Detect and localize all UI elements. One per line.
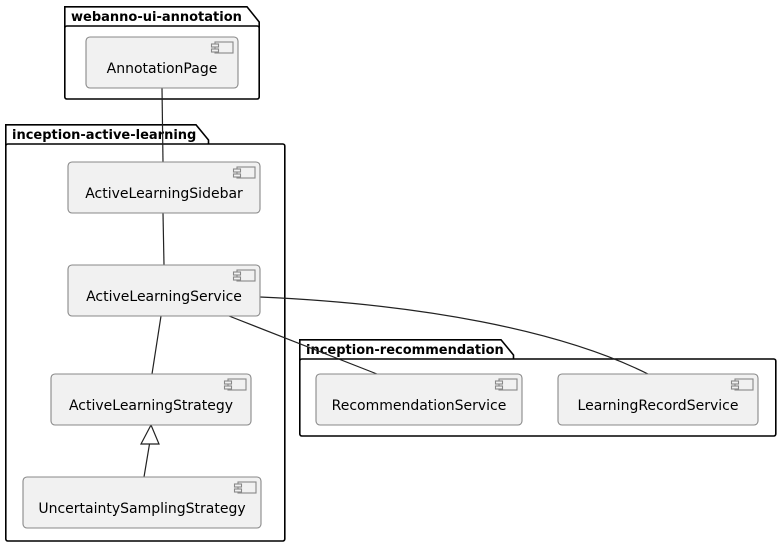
component-icon <box>232 269 256 282</box>
package-tab-webanno-ui-annotation <box>64 6 260 28</box>
generalization-arrowhead <box>140 423 160 445</box>
edge-activelearningservice-to-learningrecordservice <box>259 296 649 375</box>
component-icon <box>494 378 518 391</box>
component-box-recommendationservice <box>315 373 523 426</box>
edge-uncertaintysamplingstrategy-to-activelearningstrategy <box>143 440 151 478</box>
package-inception-active-learning[interactable]: inception-active-learning <box>5 124 286 542</box>
component-learningrecordservice[interactable]: LearningRecordService <box>557 373 759 426</box>
component-icon <box>223 378 247 391</box>
package-body-inception-active-learning <box>5 143 286 542</box>
package-label-inception-active-learning: inception-active-learning <box>12 128 196 143</box>
package-tab-inception-recommendation <box>299 339 515 361</box>
edge-activelearningservice-to-recommendationservice <box>228 315 378 375</box>
component-icon <box>210 41 234 54</box>
component-label-annotationpage: AnnotationPage <box>107 61 218 77</box>
edge-annotationpage-to-activelearningsidebar <box>161 87 164 163</box>
component-box-annotationpage <box>85 36 239 89</box>
component-recommendationservice[interactable]: RecommendationService <box>315 373 523 426</box>
component-activelearningstrategy[interactable]: ActiveLearningStrategy <box>50 373 252 426</box>
component-annotationpage[interactable]: AnnotationPage <box>85 36 239 89</box>
component-label-activelearningstrategy: ActiveLearningStrategy <box>69 398 233 414</box>
component-box-activelearningservice <box>67 264 261 317</box>
package-tab-inception-active-learning <box>5 124 210 146</box>
component-icon <box>233 481 257 494</box>
component-uncertaintysamplingstrategy[interactable]: UncertaintySamplingStrategy <box>22 476 262 529</box>
package-label-webanno-ui-annotation: webanno-ui-annotation <box>71 10 242 25</box>
component-box-uncertaintysamplingstrategy <box>22 476 262 529</box>
package-label-inception-recommendation: inception-recommendation <box>306 343 504 358</box>
component-label-activelearningservice: ActiveLearningService <box>86 289 242 305</box>
component-activelearningsidebar[interactable]: ActiveLearningSidebar <box>67 161 261 214</box>
component-icon <box>730 378 754 391</box>
component-label-learningrecordservice: LearningRecordService <box>578 398 739 414</box>
component-activelearningservice[interactable]: ActiveLearningService <box>67 264 261 317</box>
edge-activelearningservice-to-activelearningstrategy <box>151 315 162 375</box>
component-label-uncertaintysamplingstrategy: UncertaintySamplingStrategy <box>38 501 245 517</box>
edges-layer <box>140 87 649 478</box>
component-label-recommendationservice: RecommendationService <box>332 398 507 414</box>
component-box-learningrecordservice <box>557 373 759 426</box>
component-box-activelearningsidebar <box>67 161 261 214</box>
component-label-activelearningsidebar: ActiveLearningSidebar <box>85 186 243 202</box>
component-box-activelearningstrategy <box>50 373 252 426</box>
component-icon <box>232 166 256 179</box>
edge-activelearningsidebar-to-activelearningservice <box>162 212 165 266</box>
